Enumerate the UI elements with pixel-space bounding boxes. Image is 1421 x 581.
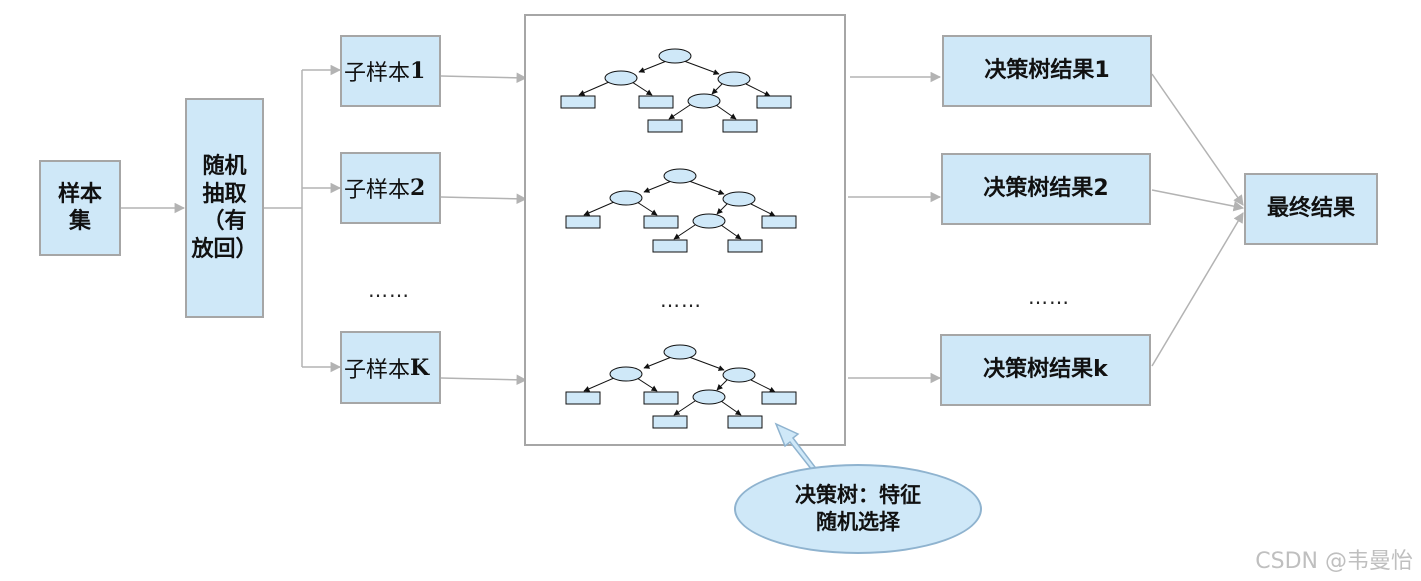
arrow-result1-to-final: [1151, 73, 1244, 206]
subsample-1-number: 1: [410, 58, 426, 84]
sample-set-line-1: 样本: [57, 181, 102, 207]
result-1-label: 决策树结果1: [984, 58, 1110, 84]
decision-tree-1: [560, 48, 792, 133]
final-result-box: 最终结果: [1244, 173, 1378, 245]
subsample-ellipsis: ……: [368, 278, 410, 302]
feature-random-note: 决策树：特征 随机选择: [734, 464, 982, 554]
result-1-box: 决策树结果1: [942, 35, 1152, 107]
subsample-k-number: K: [410, 354, 430, 381]
subsample-k-prefix: 子样本: [344, 357, 411, 383]
note-line-2: 随机选择: [816, 510, 900, 534]
decision-tree-icons: [560, 48, 846, 446]
sample-set-box: 样本 集: [39, 160, 121, 256]
result-2-box: 决策树结果2: [941, 153, 1151, 225]
random-draw-box: 随机 抽取 （有 放回）: [185, 98, 264, 318]
results-ellipsis: ……: [1028, 285, 1070, 309]
decision-tree-k: [566, 345, 796, 428]
result-2-label: 决策树结果2: [983, 176, 1109, 202]
trees-ellipsis: ……: [660, 288, 702, 312]
random-draw-line-1: 随机: [202, 154, 247, 179]
watermark: CSDN @韦曼怡: [1255, 549, 1413, 574]
subsample-2-prefix: 子样本: [344, 178, 411, 203]
arrow-resultk-to-final: [1151, 212, 1244, 367]
sample-set-line-2: 集: [68, 209, 91, 234]
note-line-1: 决策树：特征: [795, 482, 921, 507]
random-draw-line-2: 抽取: [202, 181, 247, 207]
final-result-label: 最终结果: [1266, 196, 1355, 222]
arrow-subk-to-panel: [440, 374, 528, 386]
subsample-1-prefix: 子样本: [344, 61, 411, 86]
arrow-sub2-to-panel: [440, 193, 528, 205]
arrow-sub1-to-panel: [440, 72, 528, 84]
subsample-2-number: 2: [410, 175, 426, 201]
arrow-result2-to-final: [1151, 189, 1245, 212]
decision-trees-panel: ……: [524, 14, 846, 446]
result-k-label: 决策树结果k: [983, 357, 1108, 383]
random-draw-line-4: 放回）: [191, 236, 258, 262]
result-k-box: 决策树结果k: [940, 334, 1151, 406]
decision-tree-2: [566, 169, 796, 252]
random-draw-line-3: （有: [202, 209, 247, 234]
